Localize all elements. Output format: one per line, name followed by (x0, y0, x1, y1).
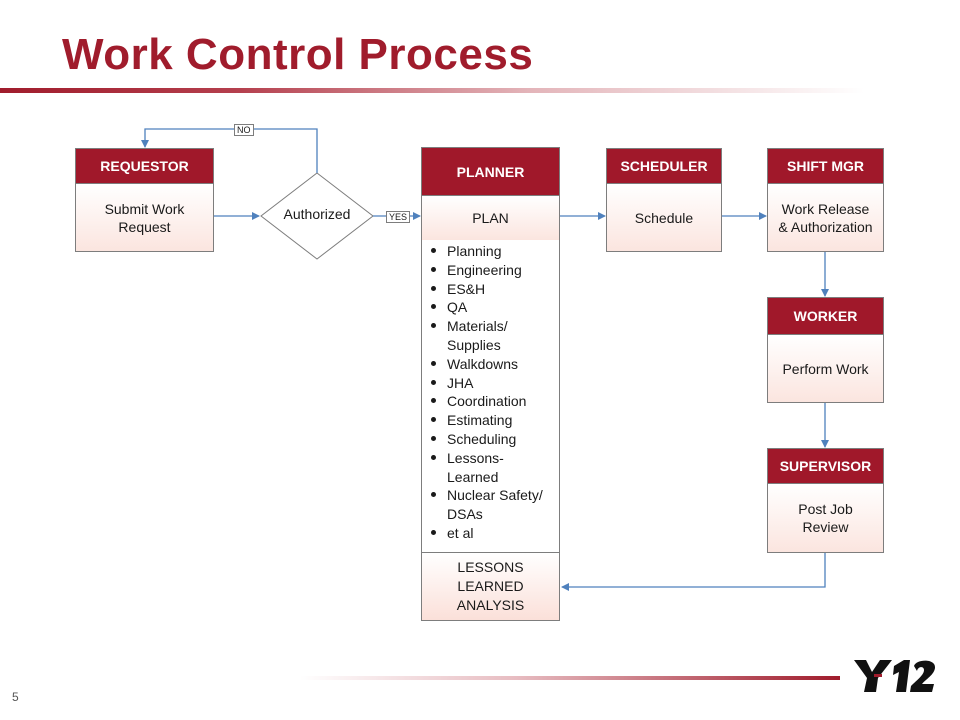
shift-mgr-header: SHIFT MGR (768, 149, 883, 184)
shift-mgr-box: SHIFT MGR Work Release & Authorization (767, 148, 884, 252)
planner-header: PLANNER (422, 148, 559, 196)
y12-logo-icon (854, 660, 936, 692)
planner-body: PLAN (422, 196, 559, 240)
list-item: Estimating (422, 411, 559, 430)
planner-task-list: Planning Engineering ES&H QA Materials/ … (421, 240, 560, 552)
list-item: Planning (422, 242, 559, 261)
list-item: ES&H (422, 280, 559, 299)
list-item: QA (422, 298, 559, 317)
requestor-header: REQUESTOR (76, 149, 213, 184)
planner-box: PLANNER PLAN (421, 147, 560, 241)
decision-diamond (260, 172, 374, 260)
supervisor-box: SUPERVISOR Post Job Review (767, 448, 884, 553)
list-item: et al (422, 524, 559, 543)
worker-body: Perform Work (768, 335, 883, 402)
scheduler-header: SCHEDULER (607, 149, 721, 184)
arrow-supervisor-to-lessons (561, 552, 826, 591)
footer-rule (300, 676, 840, 680)
list-item: Lessons- Learned (422, 449, 559, 487)
list-item: Scheduling (422, 430, 559, 449)
worker-header: WORKER (768, 298, 883, 335)
list-item: Walkdowns (422, 355, 559, 374)
no-label: NO (234, 124, 254, 136)
shift-mgr-body: Work Release & Authorization (768, 184, 883, 251)
list-item: Engineering (422, 261, 559, 280)
scheduler-body: Schedule (607, 184, 721, 251)
list-item: Nuclear Safety/ DSAs (422, 486, 559, 524)
supervisor-body: Post Job Review (768, 484, 883, 552)
scheduler-box: SCHEDULER Schedule (606, 148, 722, 252)
yes-label: YES (386, 211, 411, 223)
requestor-body: Submit Work Request (76, 184, 213, 251)
supervisor-header: SUPERVISOR (768, 449, 883, 484)
worker-box: WORKER Perform Work (767, 297, 884, 403)
list-item: Coordination (422, 392, 559, 411)
lessons-learned-box: LESSONS LEARNED ANALYSIS (421, 552, 560, 621)
list-item: Materials/ Supplies (422, 317, 559, 355)
title-underline (0, 88, 960, 93)
list-item: JHA (422, 374, 559, 393)
page-title: Work Control Process (62, 30, 534, 79)
requestor-box: REQUESTOR Submit Work Request (75, 148, 214, 252)
arrow-no-loop (141, 128, 318, 173)
page-number: 5 (12, 690, 19, 704)
decision-label: Authorized (283, 206, 351, 222)
